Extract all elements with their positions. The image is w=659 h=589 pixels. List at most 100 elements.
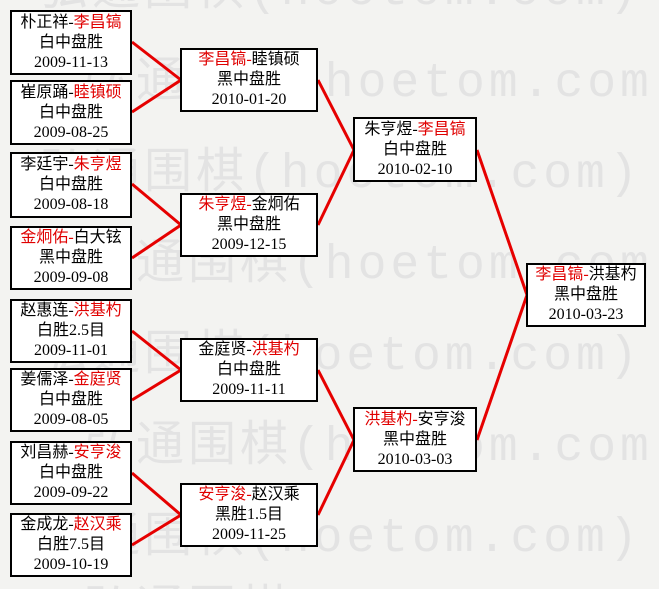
match-players: 崔原踊-睦镇硕 bbox=[20, 83, 121, 103]
player-name: 白大铉 bbox=[73, 229, 122, 246]
match-date: 2010-01-20 bbox=[211, 91, 287, 108]
separator: - bbox=[68, 302, 74, 319]
separator: - bbox=[68, 83, 74, 101]
separator: - bbox=[68, 156, 74, 173]
match-result: 黑中盘胜 bbox=[382, 430, 447, 448]
player-name: 刘昌赫 bbox=[20, 444, 69, 461]
match-box-r1-m8: 金成龙-赵汉乘 白胜7.5目 2009-10-19 bbox=[10, 513, 132, 577]
match-date: 2009-10-19 bbox=[33, 556, 109, 573]
match-players: 李昌镐-洪基杓 bbox=[535, 265, 636, 285]
match-date: 2009-08-05 bbox=[33, 411, 109, 428]
player-name: 赵汉乘 bbox=[251, 486, 300, 503]
player-name: 朱亨煜 bbox=[198, 196, 247, 213]
match-date: 2009-08-25 bbox=[33, 123, 109, 141]
match-date: 2009-09-22 bbox=[33, 484, 109, 501]
separator: - bbox=[246, 51, 252, 68]
player-name: 金成龙 bbox=[20, 516, 69, 533]
match-date: 2010-02-10 bbox=[377, 160, 453, 178]
match-result: 黑中盘胜 bbox=[216, 71, 281, 88]
match-result: 白中盘胜 bbox=[38, 464, 103, 481]
match-date: 2010-03-23 bbox=[548, 306, 624, 323]
watermark-row: 弘通围棋(hoetom.com) bbox=[84, 568, 659, 589]
match-players: 金成龙-赵汉乘 bbox=[20, 515, 121, 535]
player-name: 洪基杓 bbox=[251, 341, 300, 358]
player-name: 洪基杓 bbox=[588, 266, 637, 283]
player-name: 李廷宇 bbox=[20, 156, 69, 173]
separator: - bbox=[412, 410, 418, 428]
match-players: 金庭贤-洪基杓 bbox=[198, 340, 299, 360]
separator: - bbox=[246, 196, 252, 213]
player-name: 金炯佑 bbox=[251, 196, 300, 213]
match-result: 白胜7.5目 bbox=[36, 536, 105, 553]
match-box-r1-m6: 姜儒泽-金庭贤 白中盘胜 2009-08-05 bbox=[10, 368, 132, 432]
match-players: 姜儒泽-金庭贤 bbox=[20, 370, 121, 390]
match-box-r1-m3: 李廷宇-朱亨煜 白中盘胜 2009-08-18 bbox=[10, 152, 132, 218]
match-box-final: 李昌镐-洪基杓 黑中盘胜 2010-03-23 bbox=[526, 263, 646, 327]
match-players: 朱亨煜-李昌镐 bbox=[364, 120, 465, 140]
match-result: 黑中盘胜 bbox=[216, 216, 281, 233]
player-name: 崔原踊 bbox=[20, 83, 69, 101]
match-date: 2009-08-18 bbox=[33, 196, 109, 213]
match-result: 白中盘胜 bbox=[38, 176, 103, 193]
player-name: 赵汉乘 bbox=[73, 516, 122, 533]
player-name: 金庭贤 bbox=[73, 371, 122, 388]
player-name: 赵惠连 bbox=[20, 302, 69, 319]
separator: - bbox=[68, 13, 74, 31]
player-name: 洪基杓 bbox=[364, 410, 413, 428]
separator: - bbox=[68, 371, 74, 388]
player-name: 安亨浚 bbox=[417, 410, 466, 428]
match-box-r1-m2: 崔原踊-睦镇硕 白中盘胜 2009-08-25 bbox=[10, 80, 132, 145]
player-name: 姜儒泽 bbox=[20, 371, 69, 388]
match-result: 黑中盘胜 bbox=[38, 249, 103, 266]
separator: - bbox=[246, 486, 252, 503]
separator: - bbox=[412, 120, 418, 138]
player-name: 李昌镐 bbox=[198, 51, 247, 68]
match-players: 朱亨煜-金炯佑 bbox=[198, 195, 299, 215]
watermark-row: 弘通围棋(hoetom.com) bbox=[40, 0, 642, 19]
player-name: 朱亨煜 bbox=[364, 120, 413, 138]
match-players: 赵惠连-洪基杓 bbox=[20, 301, 121, 321]
match-box-r1-m1: 朴正祥-李昌镐 白中盘胜 2009-11-13 bbox=[10, 10, 132, 75]
player-name: 洪基杓 bbox=[73, 302, 122, 319]
match-box-r1-m5: 赵惠连-洪基杓 白胜2.5目 2009-11-01 bbox=[10, 299, 132, 363]
player-name: 李昌镐 bbox=[73, 13, 122, 31]
separator: - bbox=[68, 444, 74, 461]
match-result: 白胜2.5目 bbox=[36, 322, 105, 339]
separator: - bbox=[68, 229, 74, 246]
player-name: 朱亨煜 bbox=[73, 156, 122, 173]
match-box-r1-m4: 金炯佑-白大铉 黑中盘胜 2009-09-08 bbox=[10, 226, 132, 290]
player-name: 睦镇硕 bbox=[73, 83, 122, 101]
separator: - bbox=[583, 266, 589, 283]
player-name: 朴正祥 bbox=[20, 13, 69, 31]
match-result: 白中盘胜 bbox=[38, 33, 103, 51]
match-result: 白中盘胜 bbox=[38, 103, 103, 121]
separator: - bbox=[68, 516, 74, 533]
match-date: 2009-11-01 bbox=[33, 342, 109, 359]
match-players: 安亨浚-赵汉乘 bbox=[198, 485, 299, 505]
player-name: 金庭贤 bbox=[198, 341, 247, 358]
match-box-r3-m2: 洪基杓-安亨浚 黑中盘胜 2010-03-03 bbox=[353, 407, 477, 472]
player-name: 李昌镐 bbox=[535, 266, 584, 283]
match-date: 2009-11-25 bbox=[211, 526, 287, 543]
player-name: 安亨浚 bbox=[198, 486, 247, 503]
match-date: 2010-03-03 bbox=[377, 450, 453, 468]
match-date: 2009-11-11 bbox=[212, 381, 286, 398]
match-box-r3-m1: 朱亨煜-李昌镐 白中盘胜 2010-02-10 bbox=[353, 117, 477, 182]
match-box-r2-m2: 朱亨煜-金炯佑 黑中盘胜 2009-12-15 bbox=[180, 193, 318, 257]
match-result: 白中盘胜 bbox=[382, 140, 447, 158]
player-name: 睦镇硕 bbox=[251, 51, 300, 68]
match-date: 2009-12-15 bbox=[211, 236, 287, 253]
match-players: 李廷宇-朱亨煜 bbox=[20, 155, 121, 175]
match-result: 黑中盘胜 bbox=[553, 286, 618, 303]
match-players: 刘昌赫-安亨浚 bbox=[20, 443, 121, 463]
match-players: 金炯佑-白大铉 bbox=[20, 228, 121, 248]
match-result: 白中盘胜 bbox=[38, 391, 103, 408]
match-box-r1-m7: 刘昌赫-安亨浚 白中盘胜 2009-09-22 bbox=[10, 441, 132, 505]
player-name: 李昌镐 bbox=[417, 120, 466, 138]
player-name: 金炯佑 bbox=[20, 229, 69, 246]
watermark-row: 弘通围棋(hoetom.com) bbox=[84, 57, 659, 111]
separator: - bbox=[246, 341, 252, 358]
match-result: 黑胜1.5目 bbox=[214, 506, 283, 523]
match-box-r2-m4: 安亨浚-赵汉乘 黑胜1.5目 2009-11-25 bbox=[180, 483, 318, 547]
